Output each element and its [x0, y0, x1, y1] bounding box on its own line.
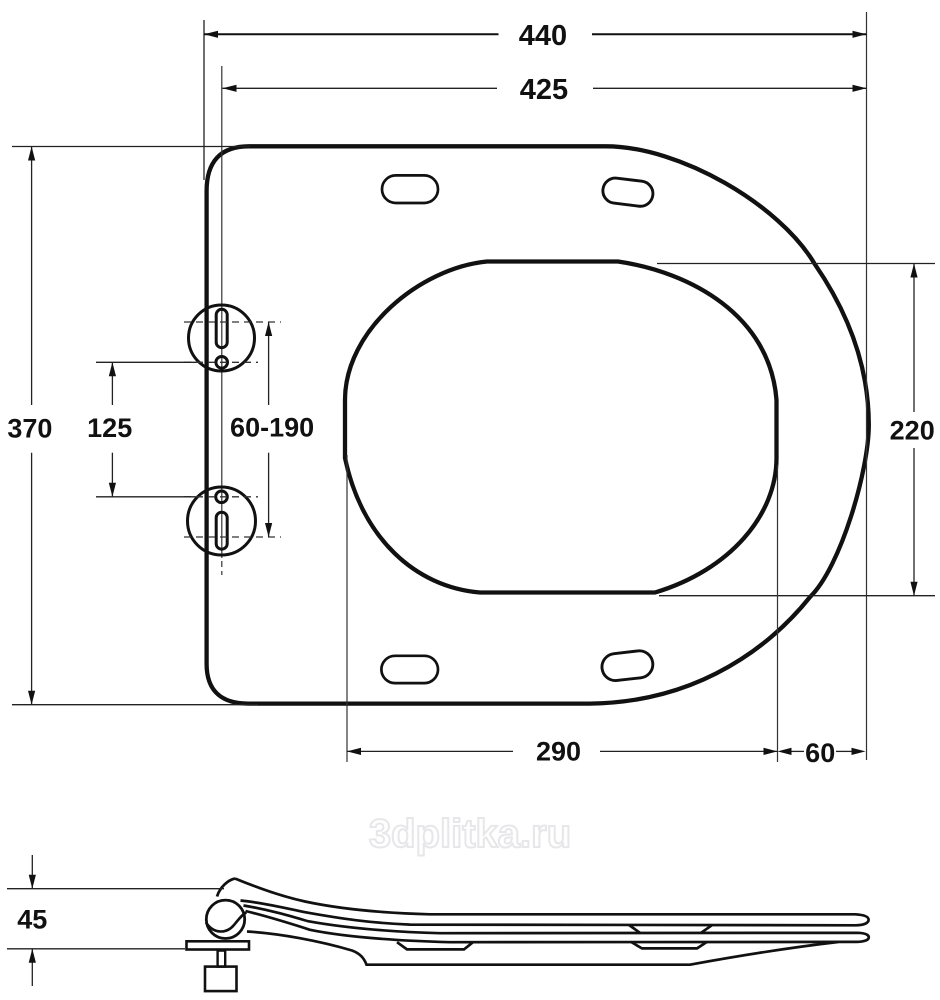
- svg-text:220: 220: [890, 416, 935, 446]
- svg-text:60: 60: [805, 738, 835, 768]
- svg-text:370: 370: [7, 414, 52, 444]
- svg-text:440: 440: [519, 20, 567, 52]
- svg-text:425: 425: [520, 74, 568, 106]
- svg-text:3dplitka.ru: 3dplitka.ru: [369, 812, 571, 856]
- svg-text:45: 45: [17, 905, 47, 935]
- svg-text:290: 290: [536, 737, 581, 767]
- svg-text:60-190: 60-190: [230, 413, 314, 443]
- svg-text:125: 125: [87, 413, 132, 443]
